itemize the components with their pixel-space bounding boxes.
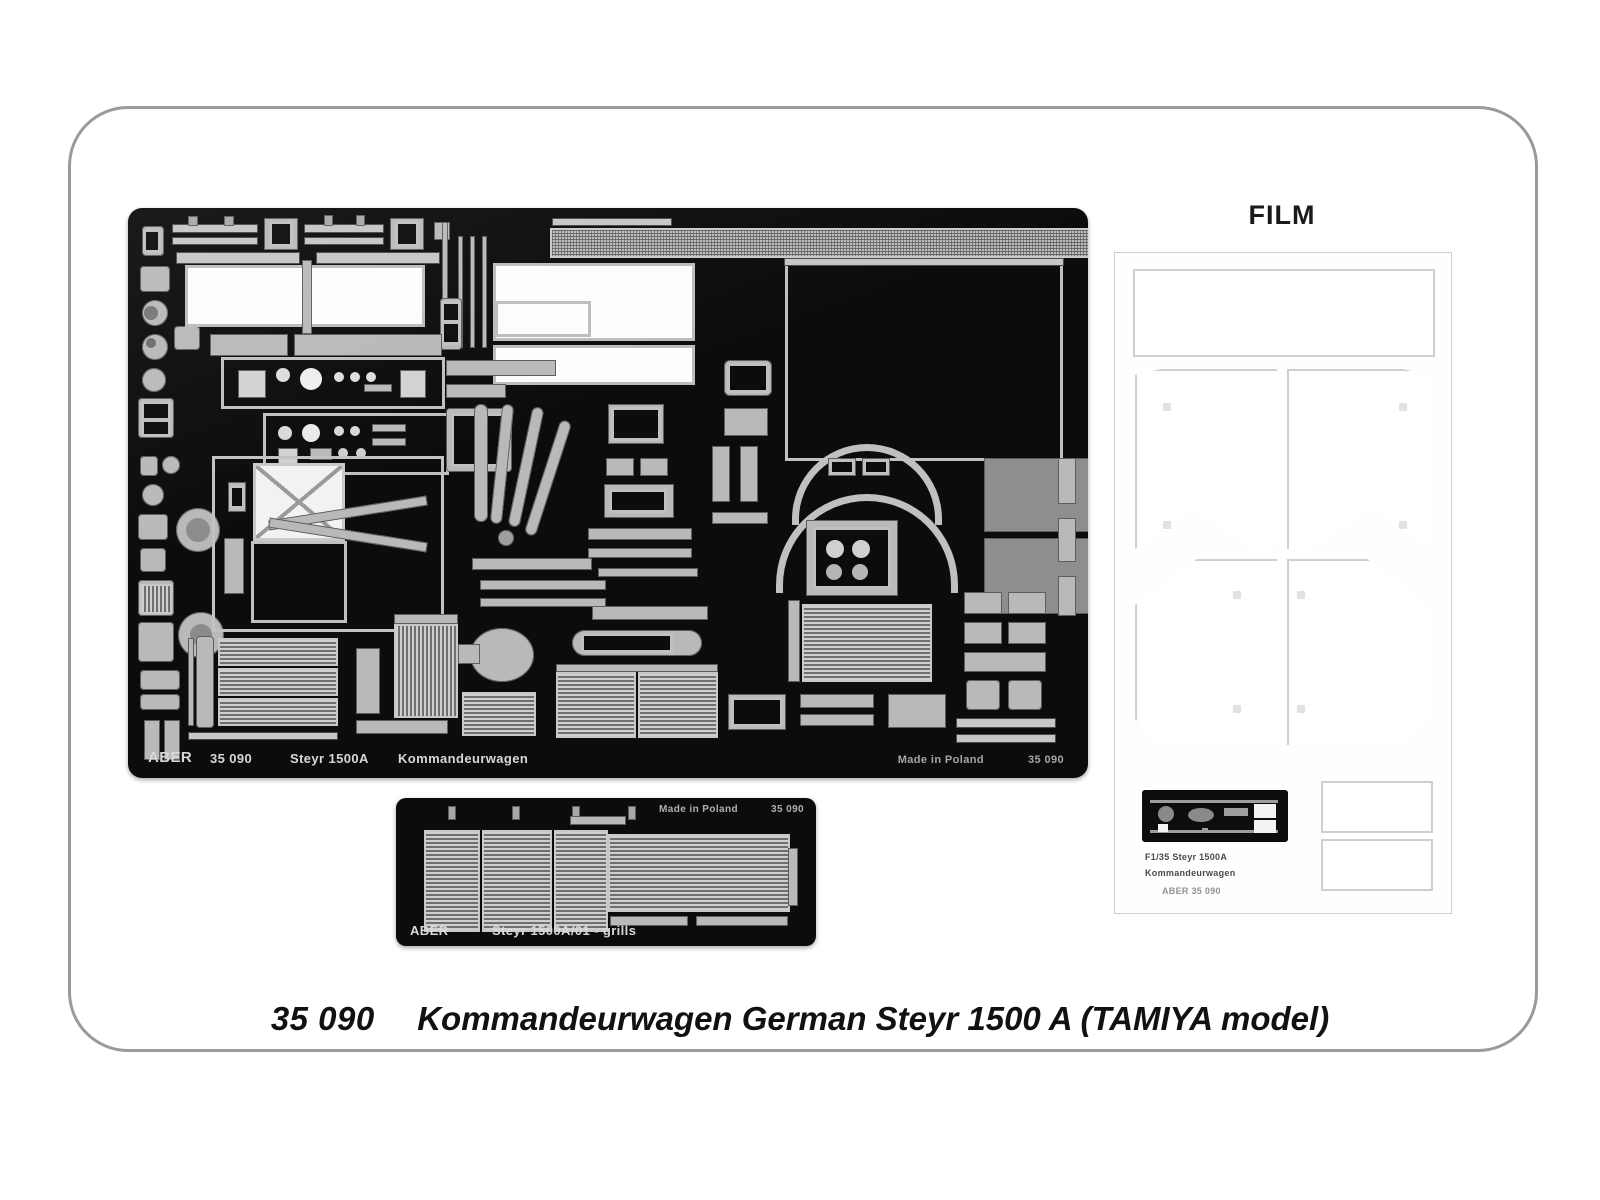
main-fret-variant: Kommandeurwagen <box>398 751 529 766</box>
grill-fret-code: 35 090 <box>771 804 804 815</box>
film-decal-caption-line2: Kommandeurwagen <box>1145 868 1236 878</box>
film-mount-dot <box>1399 521 1407 529</box>
main-fret-catalog: 35 090 <box>210 751 253 766</box>
product-caption: 35 090 Kommandeurwagen German Steyr 1500… <box>68 1000 1532 1038</box>
main-fret-subject: Steyr 1500A <box>290 751 369 766</box>
grill-fret-origin: Made in Poland <box>659 804 738 815</box>
film-mount-dot <box>1163 403 1171 411</box>
film-part-small-panel-upper <box>1321 781 1433 833</box>
film-mount-dot <box>1233 591 1241 599</box>
main-fret-brand: ABER <box>148 749 193 766</box>
film-decal-caption-line1: F1/35 Steyr 1500A <box>1145 852 1228 862</box>
film-mount-dot <box>1297 591 1305 599</box>
film-part-windshield-right <box>1287 369 1429 549</box>
catalog-number: 35 090 <box>270 1000 375 1037</box>
film-part-side-window-left <box>1135 559 1277 745</box>
film-part-rear-window <box>1133 269 1435 357</box>
film-decal-caption-line3: ABER 35 090 <box>1162 886 1221 896</box>
film-part-windshield-left <box>1135 369 1277 549</box>
film-section-title: FILM <box>1248 200 1316 230</box>
main-photoetch-fret: ABER 35 090 Steyr 1500A Kommandeurwagen … <box>128 208 1088 778</box>
film-mount-dot <box>1233 705 1241 713</box>
film-mount-dot <box>1163 521 1171 529</box>
main-fret-code: 35 090 <box>1027 754 1064 766</box>
instrument-decal-panel <box>1142 790 1288 842</box>
film-mount-dot <box>1399 403 1407 411</box>
main-fret-origin: Made in Poland <box>897 754 984 766</box>
grill-fret-brand: ABER <box>410 923 449 938</box>
page-title: Kommandeurwagen German Steyr 1500 A (TAM… <box>417 1000 1330 1037</box>
grill-photoetch-fret: Made in Poland 35 090 ABER Steyr 1500A/0… <box>396 798 816 946</box>
film-part-small-panel-lower <box>1321 839 1433 891</box>
film-part-side-window-right <box>1287 559 1429 745</box>
film-mount-dot <box>1297 705 1305 713</box>
grill-fret-label: Steyr 1500A/01 - grills <box>492 923 637 938</box>
